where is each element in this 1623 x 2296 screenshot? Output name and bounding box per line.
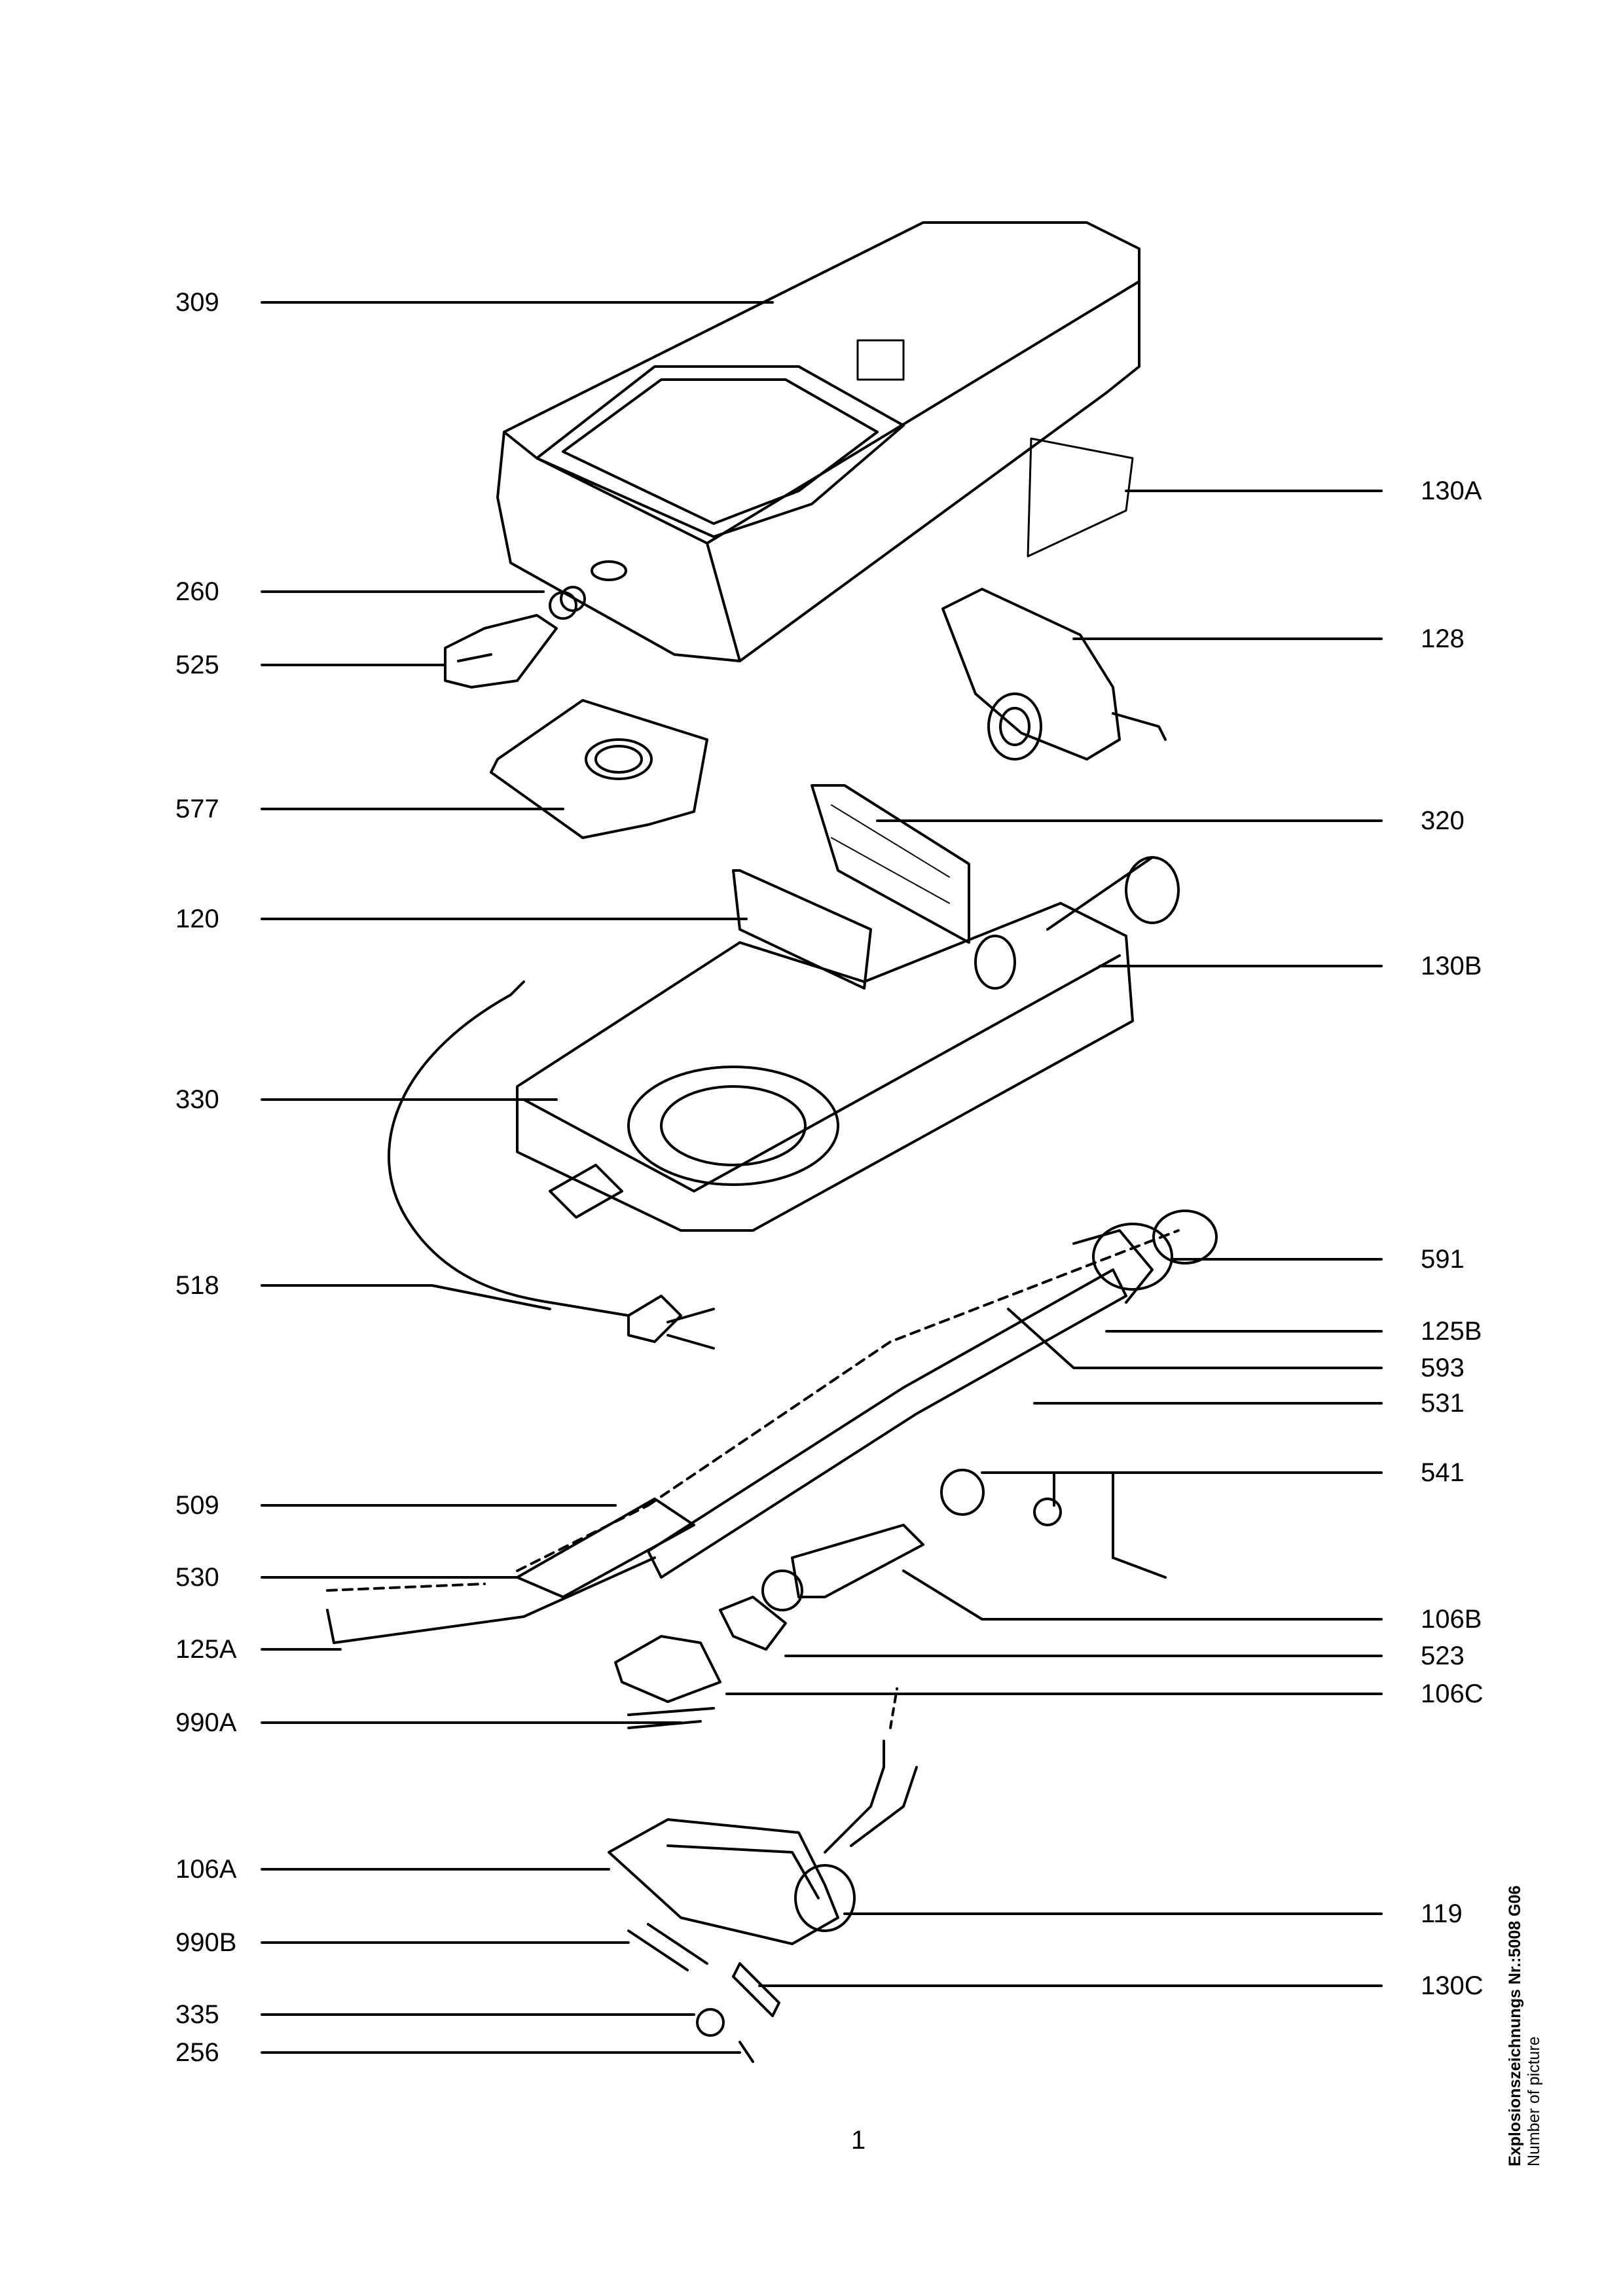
part-label-591: 591 bbox=[1421, 1245, 1465, 1274]
part-label-530: 530 bbox=[175, 1563, 219, 1592]
part-label-125B: 125B bbox=[1421, 1317, 1482, 1346]
drawing-number: Explosionszeichnungs Nr.:5008 G06 bbox=[1506, 1885, 1524, 2166]
part-label-320: 320 bbox=[1421, 806, 1465, 835]
part-label-130A: 130A bbox=[1421, 476, 1482, 505]
plug-part bbox=[444, 586, 586, 689]
part-label-523: 523 bbox=[1421, 1641, 1465, 1670]
part-label-531: 531 bbox=[1421, 1389, 1465, 1418]
part-label-106B: 106B bbox=[1421, 1605, 1482, 1634]
part-label-309: 309 bbox=[175, 288, 219, 317]
part-label-518: 518 bbox=[175, 1271, 219, 1300]
bracket-part bbox=[941, 588, 1167, 761]
part-label-330: 330 bbox=[175, 1085, 219, 1114]
power-cable-part bbox=[388, 980, 715, 1350]
part-label-130B: 130B bbox=[1421, 952, 1482, 980]
part-label-990A: 990A bbox=[175, 1708, 237, 1737]
part-label-106C: 106C bbox=[1421, 1679, 1484, 1708]
drawing-caption: Explosionszeichnungs Nr.:5008 G06 Number… bbox=[1506, 1865, 1558, 2166]
filter-pad-part bbox=[732, 784, 970, 990]
part-label-130C: 130C bbox=[1421, 1971, 1484, 2000]
part-label-256: 256 bbox=[175, 2038, 219, 2067]
part-label-106A: 106A bbox=[175, 1855, 237, 1884]
filter-bag-part bbox=[490, 699, 708, 839]
part-label-335: 335 bbox=[175, 2000, 219, 2029]
part-label-509: 509 bbox=[175, 1491, 219, 1520]
part-label-125A: 125A bbox=[175, 1635, 237, 1664]
page-number: 1 bbox=[851, 2126, 866, 2155]
drawing-number-subtitle: Number of picture bbox=[1525, 2036, 1543, 2166]
part-label-541: 541 bbox=[1421, 1458, 1465, 1487]
wand-part bbox=[326, 1210, 1218, 1729]
left-leader-lines bbox=[261, 301, 774, 2054]
part-label-577: 577 bbox=[175, 795, 219, 823]
part-label-525: 525 bbox=[175, 651, 219, 679]
part-label-128: 128 bbox=[1421, 624, 1465, 653]
lid-part bbox=[496, 221, 1140, 662]
part-label-990B: 990B bbox=[175, 1928, 237, 1957]
part-label-119: 119 bbox=[1421, 1899, 1463, 1928]
base-housing-part bbox=[516, 856, 1180, 1232]
part-label-120: 120 bbox=[175, 905, 219, 933]
part-label-260: 260 bbox=[175, 577, 219, 606]
floor-head-part bbox=[608, 1687, 918, 2063]
part-label-593: 593 bbox=[1421, 1354, 1465, 1382]
right-leader-lines bbox=[725, 490, 1383, 1987]
